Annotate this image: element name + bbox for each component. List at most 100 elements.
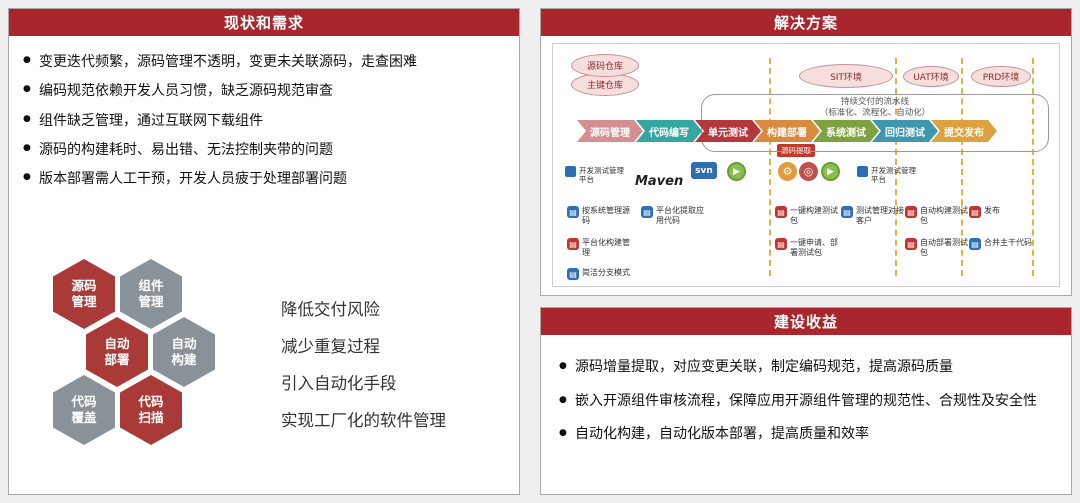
prd-environment-ellipse: PRD环境 — [971, 66, 1031, 87]
benefits-header: 建设收益 — [541, 308, 1071, 335]
stage-source-management: 源码管理 — [577, 120, 643, 142]
feature-chip: 自动部署测试包 — [905, 238, 971, 257]
pipeline-note-line2: （标准化、流程化、自动化） — [819, 107, 931, 118]
key-repo-ellipse: 主键仓库 — [571, 73, 639, 96]
need-item: 变更迭代频繁，源码管理不透明，变更未关联源码，走查困难 — [23, 52, 507, 72]
solution-header: 解决方案 — [541, 9, 1071, 36]
need-item: 版本部署需人工干预，开发人员疲于处理部署问题 — [23, 169, 507, 189]
stage-build-deploy: 构建部署 — [754, 120, 820, 142]
chip-label: 测试管理对接客户 — [856, 206, 904, 225]
need-text: 版本部署需人工干预，开发人员疲于处理部署问题 — [39, 171, 347, 188]
panel-current-needs: 现状和需求 变更迭代频繁，源码管理不透明，变更未关联源码，走查困难 编码规范依赖… — [8, 8, 520, 495]
goal-item: 实现工厂化的软件管理 — [281, 411, 446, 430]
hexagon-source-management: 源码 管理 — [53, 259, 115, 329]
feature-chip: 发布 — [969, 206, 1035, 218]
stage-unit-test: 单元测试 — [695, 120, 761, 142]
feature-chip: 一键申请、部署测试包 — [775, 238, 841, 257]
benefit-item: 嵌入开源组件审核流程，保障应用开源组件管理的规范性、合规性及安全性 — [559, 391, 1055, 413]
platform-label: 开发测试管理平台 — [579, 166, 624, 185]
panel-benefits: 建设收益 源码增量提取，对应变更关联，制定编码规范，提高源码质量 嵌入开源组件审… — [540, 307, 1072, 495]
solution-title: 解决方案 — [773, 14, 838, 32]
source-repo-ellipse: 源码仓库 — [571, 54, 639, 77]
benefit-item: 自动化构建，自动化版本部署，提高质量和效率 — [559, 424, 1055, 446]
chip-icon — [775, 238, 787, 250]
maven-logo: Maven — [635, 174, 684, 189]
benefit-item: 源码增量提取，对应变更关联，制定编码规范，提高源码质量 — [559, 357, 1055, 379]
hexagon-auto-deploy: 自动 部署 — [86, 317, 148, 387]
chip-label: 一键申请、部署测试包 — [790, 238, 838, 257]
chip-label: 合并主干代码 — [984, 238, 1032, 247]
need-item: 组件缺乏管理，通过互联网下载组件 — [23, 111, 507, 131]
current-needs-title: 现状和需求 — [223, 14, 304, 32]
stage-regression-test: 回归测试 — [872, 120, 938, 142]
chip-label: 平台化构建管理 — [582, 238, 630, 257]
feature-chip: 测试管理对接客户 — [841, 206, 907, 225]
feature-chip: 合并主干代码 — [969, 238, 1035, 250]
source-extract-badge: 源码提取 — [777, 144, 815, 157]
chip-label: 自动构建测试包 — [920, 206, 968, 225]
feature-chip: 简洁分支模式 — [567, 268, 633, 280]
env-divider-line — [1032, 58, 1034, 276]
feature-chip: 按系统管理源码 — [567, 206, 633, 225]
benefit-text: 源码增量提取，对应变更关联，制定编码规范，提高源码质量 — [575, 359, 953, 375]
devtest-platform-right: 开发测试管理平台 — [857, 166, 917, 185]
play-icon — [821, 162, 840, 181]
chip-label: 一键构建测试包 — [790, 206, 838, 225]
hexagon-code-coverage: 代码 覆盖 — [53, 375, 115, 445]
pipeline-stages: 源码管理 代码编写 单元测试 构建部署 系统测试 回归测试 提交发布 — [577, 120, 997, 142]
chip-icon — [567, 206, 579, 218]
play-icon — [727, 162, 746, 181]
chip-icon — [969, 238, 981, 250]
chip-icon — [841, 206, 853, 218]
need-item: 源码的构建耗时、易出错、无法控制夹带的问题 — [23, 140, 507, 160]
gear-icon — [778, 162, 797, 181]
hexagon-auto-build: 自动 构建 — [153, 317, 215, 387]
need-text: 编码规范依赖开发人员习惯，缺乏源码规范审查 — [39, 83, 333, 100]
goal-item: 降低交付风险 — [281, 300, 380, 319]
feature-chip: 自动构建测试包 — [905, 206, 971, 225]
benefit-text: 嵌入开源组件审核流程，保障应用开源组件管理的规范性、合规性及安全性 — [575, 392, 1037, 409]
chip-icon — [567, 268, 579, 280]
env-divider-line — [961, 58, 963, 276]
feature-chip: 平台化提取应用代码 — [641, 206, 707, 225]
need-text: 组件缺乏管理，通过互联网下载组件 — [39, 112, 263, 129]
feature-chip: 一键构建测试包 — [775, 206, 841, 225]
pipeline-note-line1: 持续交付的流水线 — [840, 97, 909, 107]
chip-icon — [969, 206, 981, 218]
chip-label: 按系统管理源码 — [582, 206, 630, 225]
need-text: 变更迭代频繁，源码管理不透明，变更未关联源码，走查困难 — [39, 54, 417, 70]
devtest-platform-left: 开发测试管理平台 — [565, 166, 625, 185]
benefit-text: 自动化构建，自动化版本部署，提高质量和效率 — [575, 426, 869, 443]
current-needs-header: 现状和需求 — [9, 9, 519, 36]
platform-icon — [857, 166, 868, 177]
platform-icon — [565, 166, 576, 177]
sit-environment-ellipse: SIT环境 — [799, 64, 893, 88]
hexagon-code-scan: 代码 扫描 — [120, 375, 182, 445]
env-divider-line — [895, 58, 897, 276]
pipeline-note: 持续交付的流水线 （标准化、流程化、自动化） — [701, 97, 1049, 118]
target-icon — [799, 162, 818, 181]
benefits-title: 建设收益 — [773, 313, 838, 331]
needs-list: 变更迭代频繁，源码管理不透明，变更未关联源码，走查困难 编码规范依赖开发人员习惯… — [9, 36, 519, 189]
chip-icon — [567, 238, 579, 250]
chip-label: 简洁分支模式 — [582, 268, 630, 277]
need-text: 源码的构建耗时、易出错、无法控制夹带的问题 — [39, 141, 333, 158]
env-divider-line — [769, 58, 771, 276]
goal-list: 降低交付风险 减少重复过程 引入自动化手段 实现工厂化的软件管理 — [281, 291, 446, 439]
chip-icon — [905, 238, 917, 250]
goal-item: 引入自动化手段 — [281, 374, 397, 393]
stage-release: 提交发布 — [931, 120, 997, 142]
chip-label: 平台化提取应用代码 — [656, 206, 704, 225]
panel-solution: 解决方案 源码仓库 主键仓库 SIT环境 UAT环境 PRD环境 持续交付的流水… — [540, 8, 1072, 296]
svn-icon: svn — [691, 162, 717, 179]
chip-label: 自动部署测试包 — [920, 238, 968, 257]
goal-item: 减少重复过程 — [281, 337, 380, 356]
chip-icon — [775, 206, 787, 218]
feature-chip: 平台化构建管理 — [567, 238, 633, 257]
stage-coding: 代码编写 — [636, 120, 702, 142]
uat-environment-ellipse: UAT环境 — [903, 66, 959, 87]
chip-label: 发布 — [984, 206, 1000, 215]
chip-icon — [641, 206, 653, 218]
stage-system-test: 系统测试 — [813, 120, 879, 142]
